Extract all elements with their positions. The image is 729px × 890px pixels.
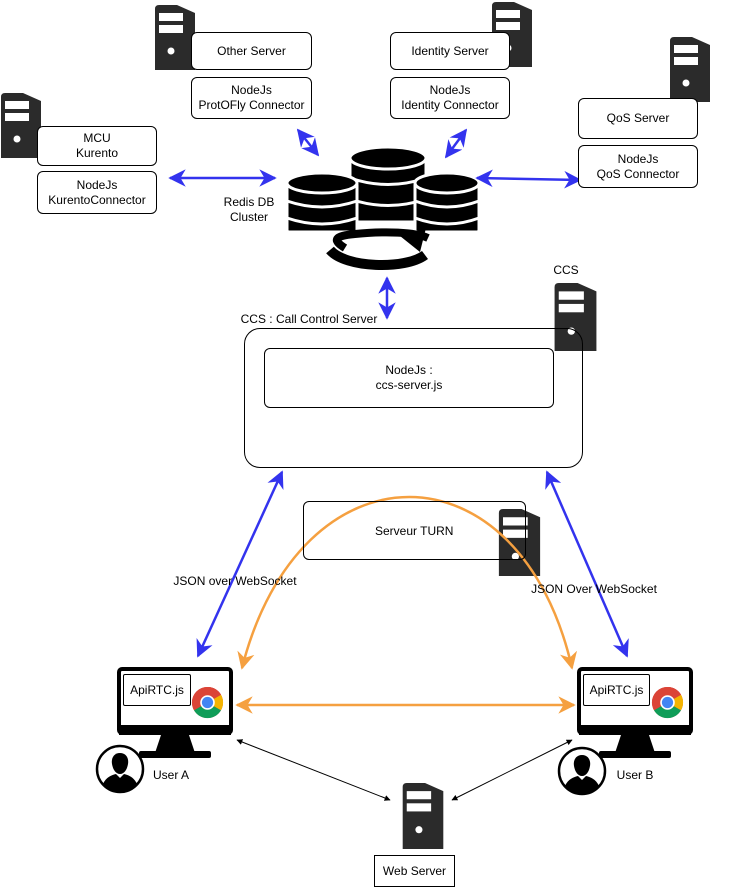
user-a-label: User A [152,768,189,782]
chrome-icon [651,686,684,719]
web-server-left-arrow [236,739,391,801]
redis-db-label: Redis DB Cluster [223,195,275,224]
identity-redis-arrow [444,128,468,159]
ccs-container-label: CCS : Call Control Server [240,312,378,326]
qos-connector-box: NodeJs QoS Connector [578,145,698,188]
turn-server-box: Serveur TURN [303,501,526,560]
database-icon [285,145,481,234]
web-server-box: Web Server [374,855,455,887]
ccs-container [244,328,583,468]
kurento-connector-box: NodeJs KurentoConnector [37,171,157,214]
qos-server-box: QoS Server [578,98,698,139]
server-icon [155,5,195,70]
identity-server-box: Identity Server [390,32,510,70]
other-server-box: Other Server [191,32,312,70]
ccs-title-label: CCS [553,263,579,277]
server-icon [1,93,41,158]
chrome-icon [191,686,224,719]
protofly-connector-box: NodeJs ProtOFly Connector [191,77,312,119]
apirtc-a-box: ApiRTC.js [123,674,191,706]
qos-redis-arrow [475,169,582,189]
websocket-left-arrow [196,470,284,658]
user-icon [557,746,607,796]
identity-connector-box: NodeJs Identity Connector [390,77,510,119]
web-server-right-arrow [451,739,573,801]
user-icon [95,744,145,794]
user-b-label: User B [616,768,654,782]
server-icon [670,37,710,102]
json-websocket-right-label: JSON Over WebSocket [531,582,657,596]
turn-relay-arc [237,495,578,670]
mcu-kurento-box: MCU Kurento [37,126,157,166]
server-icon [402,783,444,849]
json-websocket-left-label: JSON over WebSocket [173,574,297,588]
ccs-nodejs-box: NodeJs : ccs-server.js [264,348,554,408]
sync-icon [326,228,430,271]
protofly-redis-arrow [296,128,320,157]
websocket-right-arrow [545,470,629,658]
apirtc-b-box: ApiRTC.js [583,674,650,706]
